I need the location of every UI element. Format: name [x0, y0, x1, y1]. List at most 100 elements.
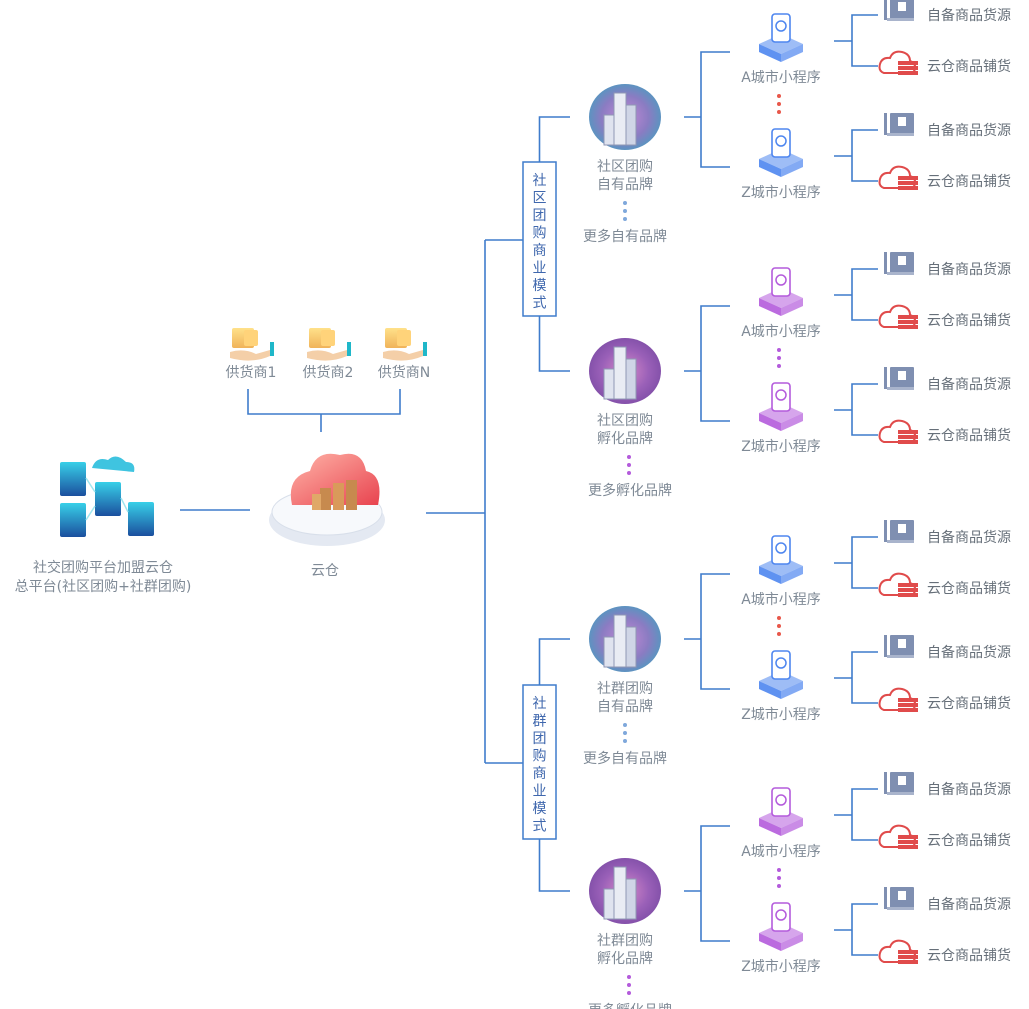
more-brands-label: 更多自有品牌 [583, 228, 667, 245]
mode-box-group [522, 684, 557, 840]
item-label: 自备商品货源 [927, 261, 1011, 278]
items-bracket-line [851, 129, 878, 182]
goods-source-icon [884, 772, 914, 795]
cloud-warehouse-icon [269, 453, 385, 546]
mode-title-char: 模 [533, 278, 547, 294]
supplier-1: 供货商1 [226, 328, 276, 381]
mode-title-char: 团 [533, 731, 547, 747]
items-bracket-line [851, 536, 878, 589]
mode-title-char: 商 [533, 243, 547, 259]
supplier-2: 供货商2 [303, 328, 353, 381]
item-cloud-stock: 云仓商品铺货 [878, 939, 1011, 964]
goods-source-icon [884, 367, 914, 390]
brand-1-0: 社群团购自有品牌更多自有品牌A城市小程序自备商品货源云仓商品铺货Z城市小程序自备… [583, 520, 1011, 767]
brand-name-line1: 社群团购 [597, 933, 653, 949]
cloud-stock-icon [878, 304, 918, 329]
mode-title-char: 业 [533, 261, 547, 277]
mini-program-icon [759, 787, 803, 836]
goods-source-icon [884, 252, 914, 275]
item-own-source: 自备商品货源 [884, 113, 1011, 139]
more-brands-dots [627, 975, 631, 995]
mode-title-char: 商 [533, 766, 547, 782]
goods-source-icon [884, 635, 914, 658]
mode-title-char: 式 [533, 819, 547, 835]
brand-name-line1: 社区团购 [597, 413, 653, 429]
item-label: 云仓商品铺货 [927, 173, 1011, 190]
mini-program-icon [759, 535, 803, 584]
mode-title-char: 群 [533, 714, 547, 730]
cloud-stock-icon [878, 939, 918, 964]
platform-node: 社交团购平台加盟云仓 总平台(社区团购+社群团购) [15, 456, 192, 595]
brand-name-line2: 自有品牌 [597, 698, 653, 715]
mini-program-icon [759, 128, 803, 177]
more-brands-label: 更多孵化品牌 [588, 1002, 672, 1009]
item-label: 自备商品货源 [927, 7, 1011, 24]
mini-program-icon [759, 13, 803, 62]
item-label: 自备商品货源 [927, 644, 1011, 661]
platform-label-line2: 总平台(社区团购+社群团购) [15, 579, 192, 595]
mode-title-char: 社 [533, 696, 547, 712]
more-brands-dots [627, 455, 631, 475]
brand-0-0: 社区团购自有品牌更多自有品牌A城市小程序自备商品货源云仓商品铺货Z城市小程序自备… [583, 0, 1011, 245]
item-label: 自备商品货源 [927, 896, 1011, 913]
item-label: 云仓商品铺货 [927, 312, 1011, 329]
brand-0-1: 社区团购孵化品牌更多孵化品牌A城市小程序自备商品货源云仓商品铺货Z城市小程序自备… [588, 252, 1011, 499]
item-own-source: 自备商品货源 [884, 635, 1011, 661]
programs-bracket-line [700, 305, 730, 422]
more-programs-dots [777, 348, 781, 368]
cloud-stock-icon [878, 824, 918, 849]
program-label: A城市小程序 [741, 843, 821, 860]
mode-title-char: 社 [533, 173, 547, 189]
item-cloud-stock: 云仓商品铺货 [878, 419, 1011, 444]
cloud-stock-icon [878, 419, 918, 444]
cloud-stock-icon [878, 165, 918, 190]
goods-source-icon [884, 887, 914, 910]
program-label: Z城市小程序 [741, 184, 821, 201]
program-label: A城市小程序 [741, 591, 821, 608]
item-own-source: 自备商品货源 [884, 772, 1011, 798]
mini-program-icon [759, 650, 803, 699]
item-cloud-stock: 云仓商品铺货 [878, 572, 1011, 597]
program-label: A城市小程序 [741, 69, 821, 86]
cloud-stock-icon [878, 687, 918, 712]
cloud-warehouse-label: 云仓 [311, 563, 339, 579]
brand-name-line2: 自有品牌 [597, 176, 653, 193]
item-label: 自备商品货源 [927, 529, 1011, 546]
programs-bracket-line [700, 573, 730, 690]
mode-title-char: 区 [533, 191, 547, 207]
mode-title-char: 购 [533, 226, 547, 242]
more-brands-dots [623, 201, 627, 221]
item-label: 自备商品货源 [927, 122, 1011, 139]
program-label: A城市小程序 [741, 323, 821, 340]
item-own-source: 自备商品货源 [884, 0, 1011, 24]
supplier-3: 供货商N [378, 328, 430, 381]
brand-city-icon [589, 606, 661, 672]
item-label: 自备商品货源 [927, 376, 1011, 393]
mini-program-icon [759, 382, 803, 431]
cloud-warehouse-node: 云仓 [269, 453, 385, 579]
server-cluster-icon [60, 456, 154, 537]
more-brands-label: 更多自有品牌 [583, 750, 667, 767]
brand-name-line1: 社群团购 [597, 681, 653, 697]
item-own-source: 自备商品货源 [884, 367, 1011, 393]
suppliers-group: 供货商1 供货商2 供货商N [226, 328, 430, 381]
mode-to-brand-line [538, 116, 570, 162]
items-bracket-line [851, 651, 878, 704]
supplier-box-icon [383, 328, 427, 361]
program-label: Z城市小程序 [741, 958, 821, 975]
program-label: Z城市小程序 [741, 438, 821, 455]
supplier-label: 供货商N [378, 364, 430, 381]
item-label: 云仓商品铺货 [927, 427, 1011, 444]
brand-1-1: 社群团购孵化品牌更多孵化品牌A城市小程序自备商品货源云仓商品铺货Z城市小程序自备… [588, 772, 1011, 1009]
cloud-stock-icon [878, 50, 918, 75]
items-bracket-line [851, 268, 878, 321]
